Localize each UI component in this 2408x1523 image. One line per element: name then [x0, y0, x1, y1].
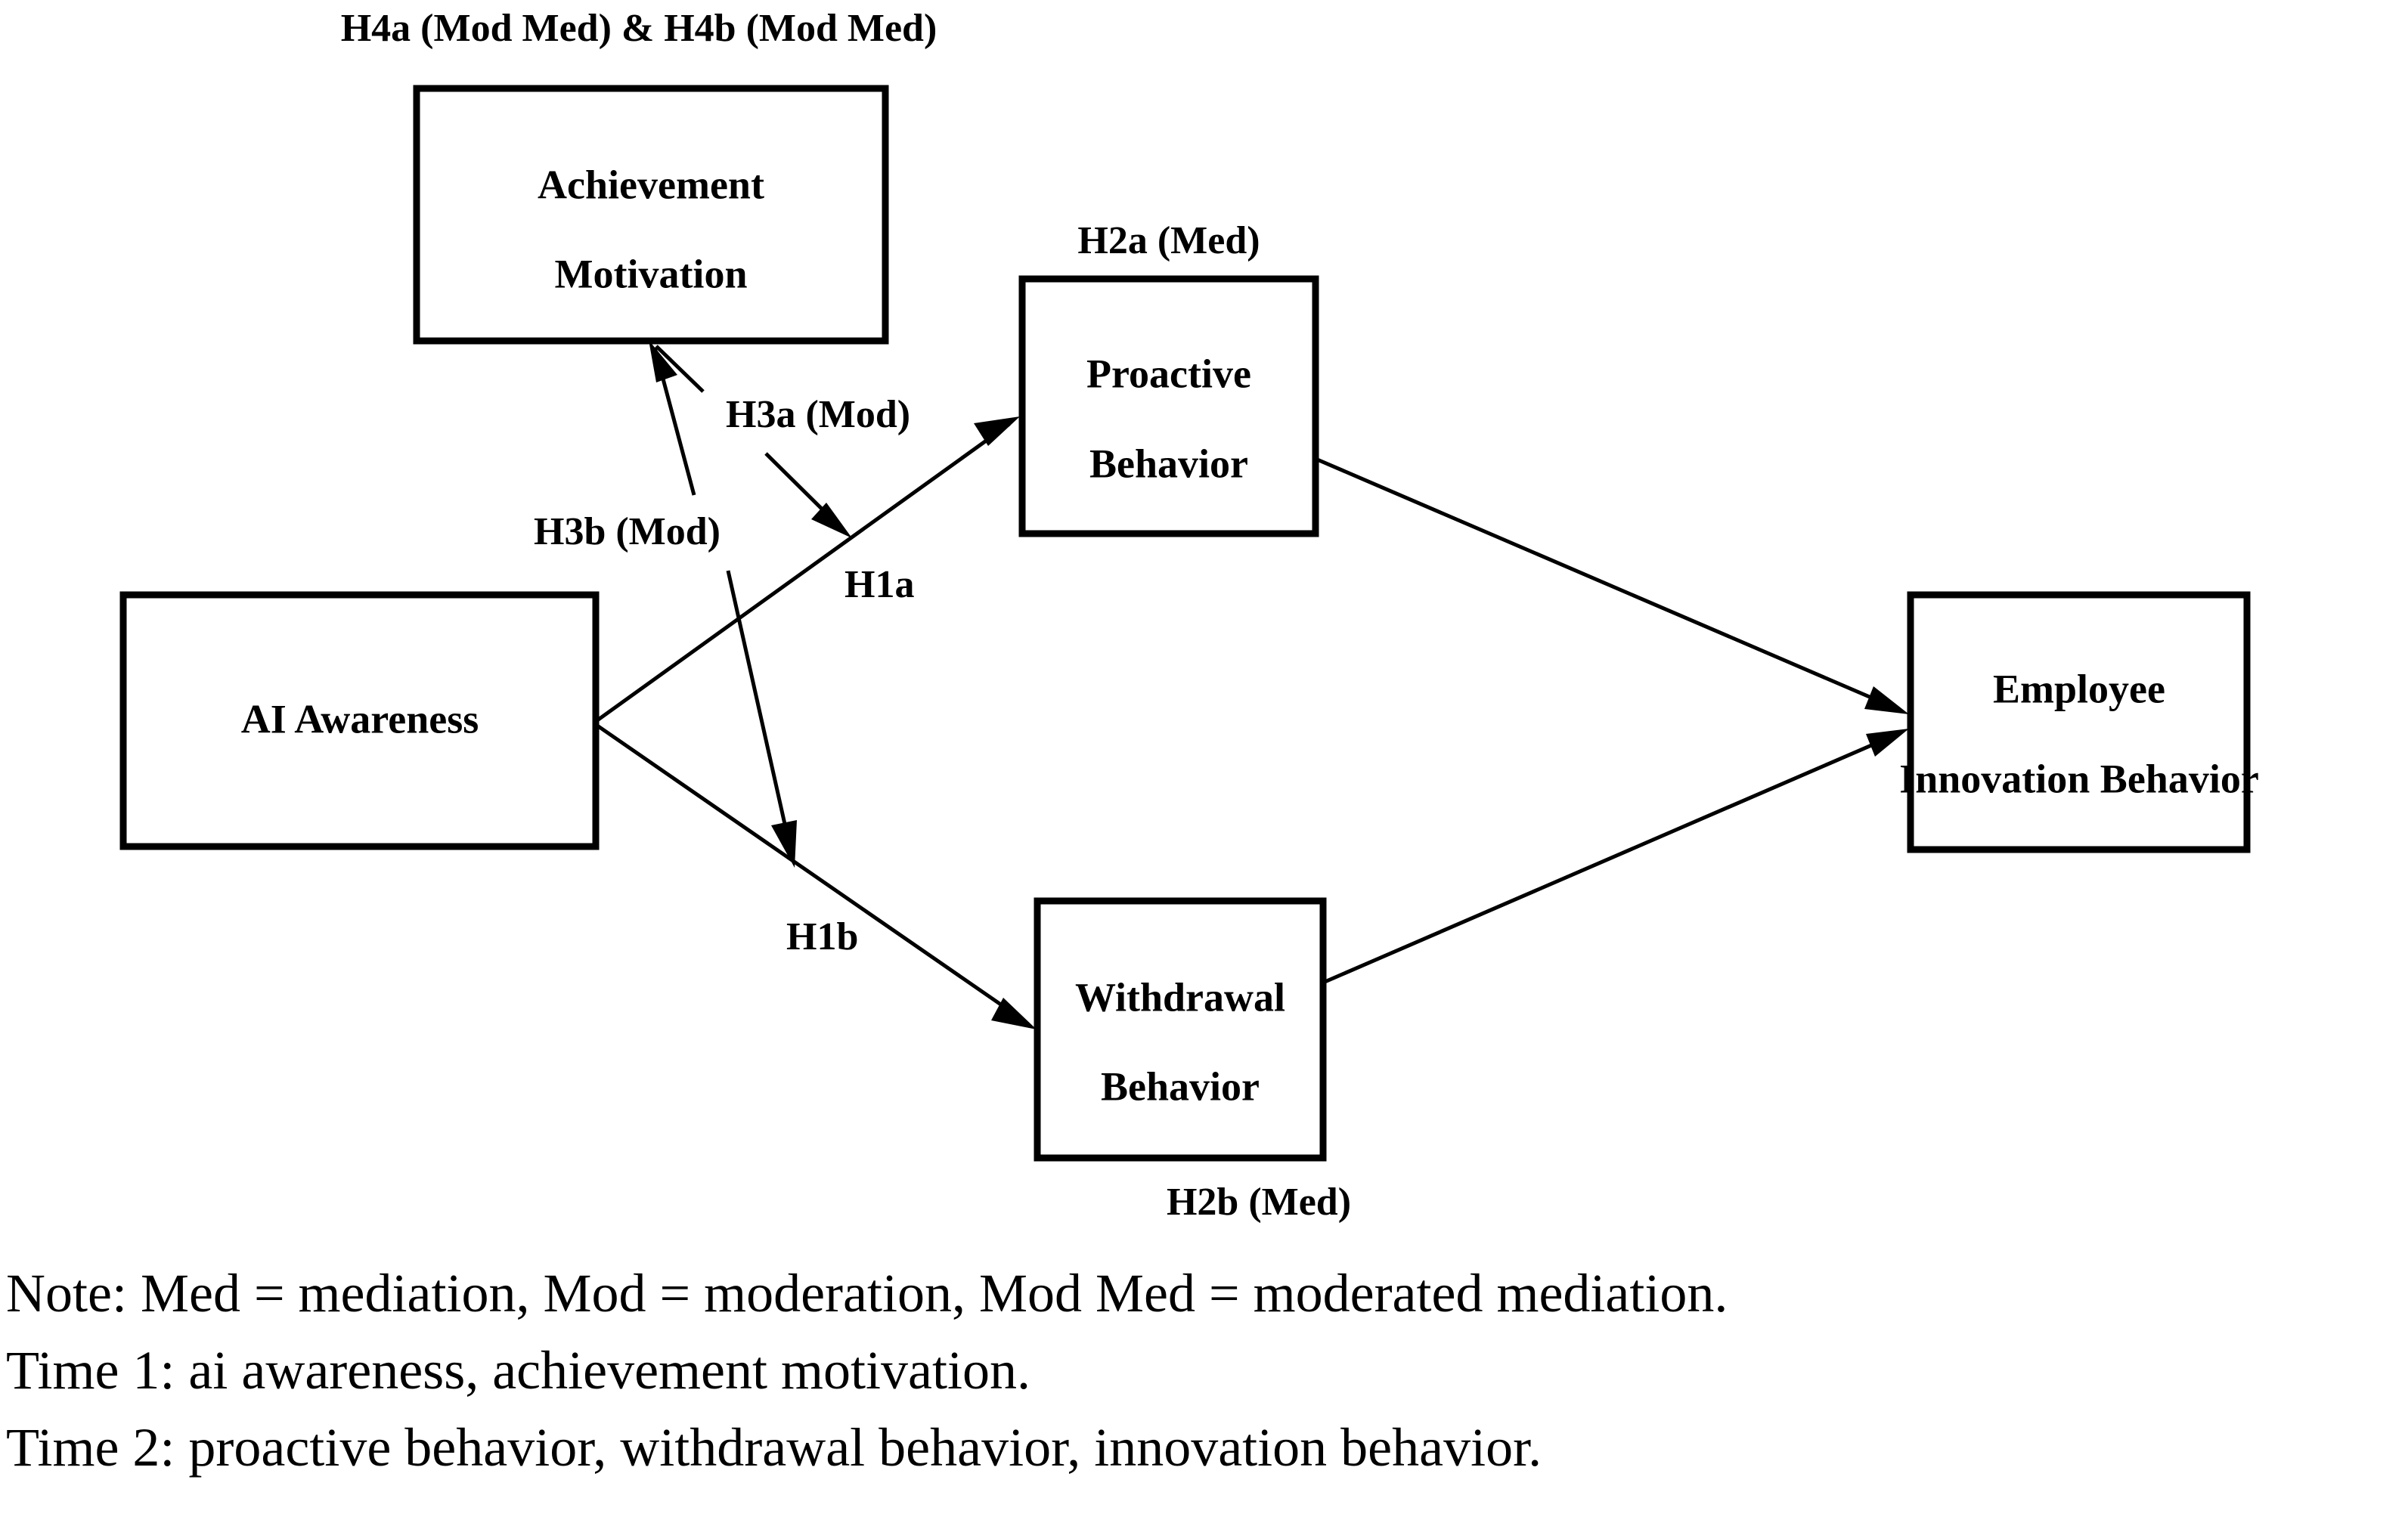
- ai-awareness-line1: AI Awareness: [241, 696, 479, 741]
- h3b-arrowhead-origin: [649, 340, 677, 382]
- box-achievement-motivation: Achievement Motivation: [413, 85, 889, 345]
- path-h1a: H1a: [596, 416, 1020, 723]
- label-h3a: H3a (Mod): [726, 393, 910, 436]
- note-line-2: Time 1: ai awareness, achievement motiva…: [6, 1340, 1030, 1401]
- box-employee-innovation-behavior: Employee Innovation Behavior: [1899, 591, 2259, 853]
- withdrawal-behavior-line1: Withdrawal: [1075, 974, 1285, 1020]
- label-h1b: H1b: [786, 915, 858, 958]
- achievement-motivation-rect: [413, 85, 889, 345]
- path-h3a: H3a (Mod): [655, 345, 910, 538]
- h2b-line: [1322, 732, 1898, 985]
- figure-note: Note: Med = mediation, Mod = moderation,…: [6, 1255, 2350, 1487]
- h3b-line-lower: [726, 570, 793, 852]
- proactive-behavior-line1: Proactive: [1086, 351, 1251, 396]
- path-h2a: [1315, 457, 1909, 714]
- note-line-1: Note: Med = mediation, Mod = moderation,…: [6, 1263, 1728, 1323]
- label-h2b: H2b (Med): [1167, 1181, 1351, 1224]
- label-h3b: H3b (Mod): [534, 510, 721, 553]
- label-h2a: H2a (Med): [1077, 219, 1260, 262]
- h1b-line: [596, 723, 1027, 1024]
- h3b-arrowhead: [771, 820, 797, 868]
- achievement-motivation-line2: Motivation: [555, 251, 748, 296]
- employee-innovation-line2: Innovation Behavior: [1899, 756, 2259, 801]
- proactive-behavior-rect: [1018, 275, 1319, 537]
- note-line-3: Time 2: proactive behavior, withdrawal b…: [6, 1417, 1542, 1478]
- withdrawal-behavior-line2: Behavior: [1101, 1063, 1260, 1109]
- path-h2b: [1322, 729, 1909, 985]
- box-withdrawal-behavior: Withdrawal Behavior H2b (Med): [1034, 897, 1351, 1224]
- h2b-arrowhead: [1866, 729, 1909, 757]
- h3a-line-upper: [655, 345, 705, 393]
- label-h4ab: H4a (Mod Med) & H4b (Mod Med): [341, 7, 937, 50]
- label-h1a: H1a: [845, 563, 914, 606]
- h2a-arrowhead: [1864, 686, 1909, 714]
- ai-awareness-rect: [119, 591, 600, 850]
- achievement-motivation-line1: Achievement: [538, 162, 764, 207]
- withdrawal-behavior-rect: [1034, 897, 1327, 1162]
- employee-innovation-line1: Employee: [1993, 666, 2165, 711]
- h3a-arrowhead: [811, 503, 852, 538]
- employee-innovation-behavior-rect: [1907, 591, 2251, 853]
- h1b-arrowhead: [991, 998, 1037, 1029]
- h1a-line: [596, 422, 1011, 723]
- h2a-line: [1315, 457, 1898, 711]
- model-diagram: H4a (Mod Med) & H4b (Mod Med) Achievemen…: [119, 7, 2259, 1224]
- path-h3b: H3b (Mod): [534, 340, 797, 868]
- path-h1b: H1b: [596, 723, 1037, 1029]
- proactive-behavior-line2: Behavior: [1089, 441, 1248, 486]
- box-ai-awareness: AI Awareness: [119, 591, 600, 850]
- h1a-arrowhead: [974, 416, 1020, 446]
- box-proactive-behavior: Proactive Behavior H2a (Med): [1018, 219, 1319, 537]
